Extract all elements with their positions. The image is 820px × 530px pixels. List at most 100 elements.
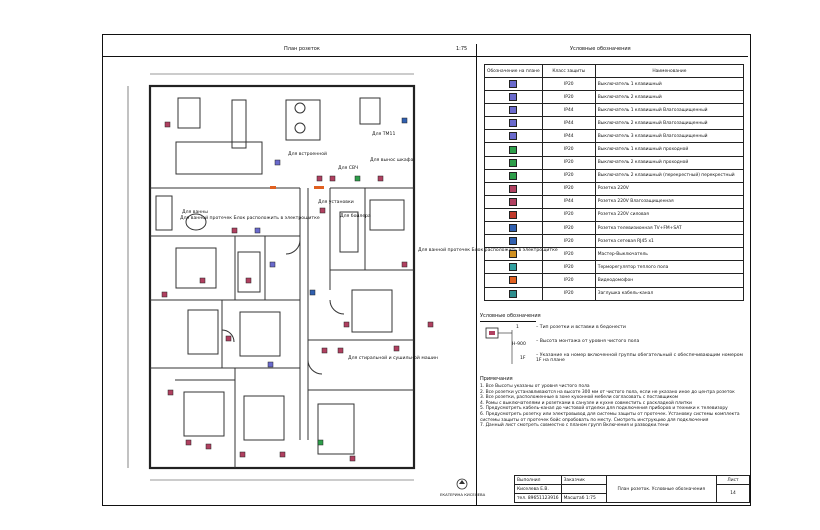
title-block: Выполнил Заказчик План розеток. Условные… bbox=[514, 475, 750, 503]
legend-class: IP44 bbox=[541, 129, 596, 144]
plan-scale: 1:75 bbox=[456, 46, 468, 52]
legend-symbol-cell bbox=[484, 260, 543, 275]
legend-name: Выключатель 1 клавишный проходной bbox=[594, 142, 745, 157]
legend-symbol-cell bbox=[484, 234, 543, 249]
legend-symbol-cell bbox=[484, 286, 543, 301]
legend-symbol-cell bbox=[484, 90, 543, 105]
legend-name: Выключатель 1 клавишный bbox=[594, 76, 745, 92]
legend-class: IP20 bbox=[541, 76, 596, 92]
legend-name: Розетка телевизионная TV+FM+SAT bbox=[594, 221, 745, 236]
legend-symbol bbox=[509, 145, 518, 154]
company-logo bbox=[456, 478, 468, 490]
legend-symbol bbox=[509, 132, 518, 141]
symbol-code-2: H-900 bbox=[512, 342, 526, 347]
legend-name: Выключатель 1 клавишный Влагозащищенный bbox=[594, 103, 745, 118]
symbol-legend-rule bbox=[480, 321, 536, 322]
plan-label: Для вынос шкафа bbox=[370, 158, 414, 163]
legend-name: Выключатель 2 клавишный (перекрестный) п… bbox=[594, 168, 745, 183]
legend-symbol-cell bbox=[484, 103, 543, 118]
stamp-phone: тел. 89651123916 bbox=[514, 493, 562, 503]
note-line: 3. Все розетки, расположенные в зоне кух… bbox=[480, 395, 679, 401]
legend-symbol bbox=[509, 224, 518, 233]
notes-title: Примечания bbox=[480, 376, 513, 382]
legend-class: IP20 bbox=[541, 273, 596, 288]
legend-symbol bbox=[509, 93, 518, 102]
drawing-sheet bbox=[102, 34, 751, 506]
legend-symbol-cell bbox=[484, 142, 543, 157]
stamp-scale-value: 1:75 bbox=[585, 495, 596, 501]
legend-name: Розетка 220V силовая bbox=[594, 207, 745, 223]
stamp-scale-label: Масштаб bbox=[563, 495, 585, 501]
note-line: 6. Предусмотреть розетку или электровыво… bbox=[480, 411, 740, 423]
legend-symbol-cell bbox=[484, 129, 543, 144]
legend-class: IP20 bbox=[541, 90, 596, 105]
legend-class: IP20 bbox=[541, 155, 596, 170]
legend-name: Заглушка кабель-канал bbox=[594, 286, 745, 301]
legend-symbol bbox=[509, 289, 518, 298]
stamp-customer-label: Заказчик bbox=[560, 475, 607, 485]
col-class: Класс защиты bbox=[541, 64, 596, 78]
legend-name: Мастер-Выключатель bbox=[594, 247, 745, 262]
legend-symbol bbox=[509, 276, 518, 285]
legend-name: Видеодомофон bbox=[594, 273, 745, 288]
legend-class: IP44 bbox=[541, 194, 596, 209]
legend-symbol bbox=[509, 171, 518, 180]
stamp-performer-label: Выполнил bbox=[514, 475, 562, 485]
legend-symbol-cell bbox=[484, 247, 543, 262]
legend-symbol-cell bbox=[484, 194, 543, 209]
legend-symbol-cell bbox=[484, 207, 543, 223]
col-name: Наименование bbox=[594, 64, 745, 78]
legend-name: Выключатель 2 клавишный bbox=[594, 90, 745, 105]
symbol-code-1: 1 bbox=[516, 325, 519, 330]
legend-class: IP44 bbox=[541, 103, 596, 118]
legend-name: Выключатель 2 клавишный проходной bbox=[594, 155, 745, 170]
legend-title: Условные обозначения bbox=[570, 46, 631, 52]
legend-symbol-cell bbox=[484, 116, 543, 131]
legend-class: IP44 bbox=[541, 116, 596, 131]
legend-symbol bbox=[509, 119, 518, 128]
plan-label: Для стиральной и сушильной машин bbox=[348, 356, 438, 361]
stamp-sheet-label: Лист bbox=[716, 475, 750, 485]
legend-name: Терморегулятор теплого пола bbox=[594, 260, 745, 275]
stamp-sheet-number: 14 bbox=[716, 484, 750, 503]
legend-class: IP20 bbox=[541, 247, 596, 262]
legend-class: IP20 bbox=[541, 260, 596, 275]
socket-symbol bbox=[485, 327, 513, 364]
legend-name: Выключатель 2 клавишный Влагозащищенный bbox=[594, 116, 745, 131]
header-rule bbox=[103, 56, 748, 57]
note-line: 1. Все Высоты указаны от уровня чистого … bbox=[480, 384, 590, 389]
legend-name: Розетка сетевая RJ45 x1 bbox=[594, 234, 745, 249]
legend-symbol bbox=[509, 237, 518, 246]
stamp-title: План розеток. Условные обозначения bbox=[605, 475, 718, 503]
legend-symbol-cell bbox=[484, 168, 543, 183]
legend-class: IP20 bbox=[541, 142, 596, 157]
legend-class: IP20 bbox=[541, 221, 596, 236]
plan-label: Для бойлера bbox=[340, 214, 371, 219]
legend-symbol bbox=[509, 263, 518, 272]
legend-class: IP20 bbox=[541, 207, 596, 223]
legend-class: IP20 bbox=[541, 286, 596, 301]
legend-symbol bbox=[509, 80, 518, 89]
stamp-author: Киселева Е.В. bbox=[514, 484, 562, 494]
legend-class: IP20 bbox=[541, 168, 596, 183]
company-name: ЕКАТЕРИНА КИСЕЛЕВА bbox=[440, 492, 486, 497]
legend-symbol bbox=[509, 106, 518, 115]
symbol-legend-item3: – Указание на номер включенной группы об… bbox=[536, 353, 744, 363]
legend-symbol bbox=[509, 158, 518, 167]
legend-symbol bbox=[509, 210, 518, 219]
legend-name: Розетка 220V Влагозащищенная bbox=[594, 194, 745, 209]
